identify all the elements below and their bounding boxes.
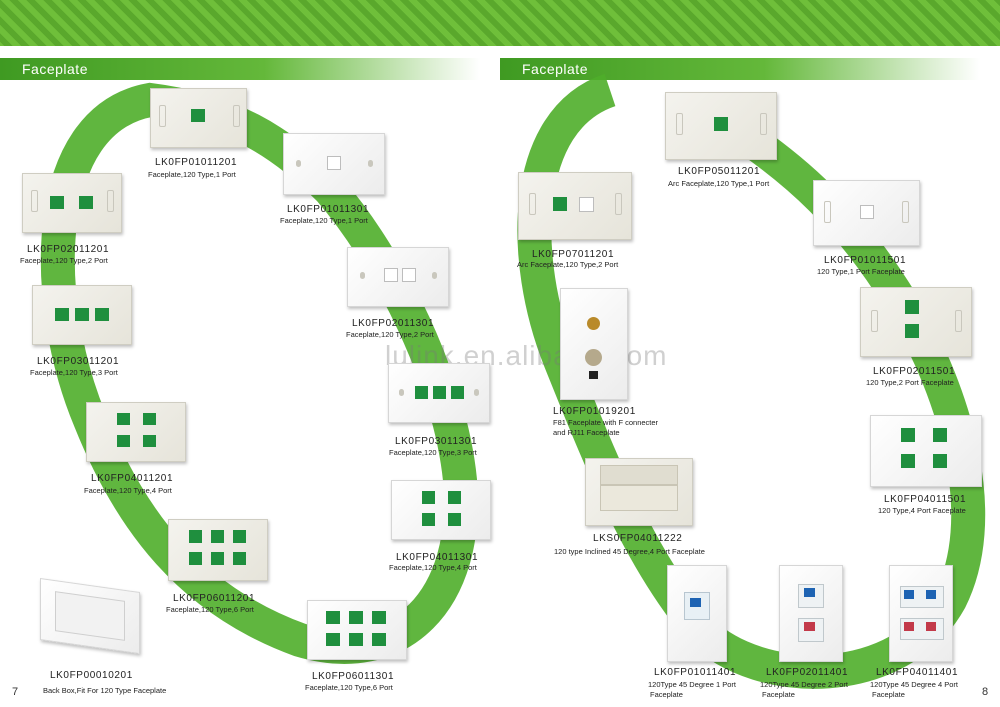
product-description: Faceplate,120 Type,3 Port bbox=[30, 368, 118, 377]
product-code: LK0FP02011401 bbox=[766, 667, 849, 678]
faceplate-image bbox=[667, 565, 727, 662]
faceplate-image bbox=[585, 458, 693, 526]
product-code: LK0FP01011401 bbox=[654, 667, 737, 678]
faceplate-image bbox=[86, 402, 186, 462]
product-code: LK0FP03011301 bbox=[395, 436, 478, 447]
product-description-line2: and RJ11 Faceplate bbox=[553, 428, 620, 437]
product-description: 120Type 45 Degree 4 Port bbox=[870, 680, 958, 689]
page-number-right: 8 bbox=[982, 686, 989, 698]
product-description: Arc Faceplate,120 Type,2 Port bbox=[517, 260, 619, 269]
faceplate-image bbox=[168, 519, 268, 581]
product-code: LK0FP02011201 bbox=[27, 244, 110, 255]
product-code: LK0FP01011201 bbox=[155, 157, 238, 168]
product-code: LK0FP05011201 bbox=[678, 166, 761, 177]
page-number-left: 7 bbox=[12, 686, 19, 698]
section-header-left: Faceplate bbox=[0, 58, 480, 80]
faceplate-image bbox=[22, 173, 122, 233]
product-description: Back Box,Fit For 120 Type Faceplate bbox=[43, 686, 167, 695]
faceplate-image bbox=[518, 172, 632, 240]
faceplate-image bbox=[779, 565, 843, 662]
product-code: LK0FP03011201 bbox=[37, 356, 120, 367]
product-description: 120 Type,4 Port Faceplate bbox=[878, 506, 966, 515]
product-description-line2: Faceplate bbox=[650, 690, 683, 699]
section-title-left: Faceplate bbox=[22, 61, 88, 77]
faceplate-image bbox=[150, 88, 247, 148]
product-code: LK0FP04011201 bbox=[91, 473, 174, 484]
product-code: LK0FP02011301 bbox=[352, 318, 435, 329]
product-code: LK0FP01011301 bbox=[287, 204, 370, 215]
section-header-right: Faceplate bbox=[500, 58, 980, 80]
faceplate-image bbox=[665, 92, 777, 160]
product-description: Arc Faceplate,120 Type,1 Port bbox=[668, 179, 770, 188]
faceplate-image bbox=[32, 285, 132, 345]
product-code: LK0FP01011501 bbox=[824, 255, 907, 266]
product-code: LKS0FP04011222 bbox=[593, 533, 683, 544]
product-description: Faceplate,120 Type,1 Port bbox=[280, 216, 368, 225]
product-description: Faceplate,120 Type,6 Port bbox=[305, 683, 393, 692]
product-description: Faceplate,120 Type,4 Port bbox=[84, 486, 172, 495]
product-code: LK0FP00010201 bbox=[50, 670, 133, 681]
product-code: LK0FP01019201 bbox=[553, 406, 636, 417]
product-code: LK0FP07011201 bbox=[532, 249, 615, 260]
faceplate-image bbox=[307, 600, 407, 660]
faceplate-image bbox=[391, 480, 491, 540]
product-description: 120 Type,1 Port Faceplate bbox=[817, 267, 905, 276]
product-description: Faceplate,120 Type,1 Port bbox=[148, 170, 236, 179]
product-description-line2: Faceplate bbox=[872, 690, 905, 699]
top-stripe-band bbox=[0, 0, 1000, 50]
product-description: Faceplate,120 Type,4 Port bbox=[389, 563, 477, 572]
product-description: F81 Faceplate with F connecter bbox=[553, 418, 659, 427]
product-code: LK0FP02011501 bbox=[873, 366, 956, 377]
faceplate-image bbox=[813, 180, 920, 246]
product-code: LK0FP04011301 bbox=[396, 552, 479, 563]
product-code: LK0FP06011201 bbox=[173, 593, 256, 604]
product-description: 120 Type,2 Port Faceplate bbox=[866, 378, 954, 387]
product-description: 120Type 45 Degree 2 Port bbox=[760, 680, 848, 689]
faceplate-image bbox=[283, 133, 385, 195]
product-description: Faceplate,120 Type,3 Port bbox=[389, 448, 477, 457]
faceplate-image bbox=[347, 247, 449, 307]
product-code: LK0FP04011401 bbox=[876, 667, 959, 678]
faceplate-image bbox=[388, 363, 490, 423]
product-description: 120Type 45 Degree 1 Port bbox=[648, 680, 736, 689]
section-title-right: Faceplate bbox=[522, 61, 588, 77]
product-description: 120 type Inclined 45 Degree,4 Port Facep… bbox=[554, 547, 705, 556]
faceplate-image bbox=[560, 288, 628, 400]
faceplate-image bbox=[860, 287, 972, 357]
product-code: LK0FP04011501 bbox=[884, 494, 967, 505]
product-description: Faceplate,120 Type,2 Port bbox=[346, 330, 434, 339]
faceplate-image bbox=[870, 415, 982, 487]
product-description: Faceplate,120 Type,2 Port bbox=[20, 256, 108, 265]
faceplate-image bbox=[889, 565, 953, 662]
product-code: LK0FP06011301 bbox=[312, 671, 395, 682]
product-description: Faceplate,120 Type,6 Port bbox=[166, 605, 254, 614]
product-description-line2: Faceplate bbox=[762, 690, 795, 699]
